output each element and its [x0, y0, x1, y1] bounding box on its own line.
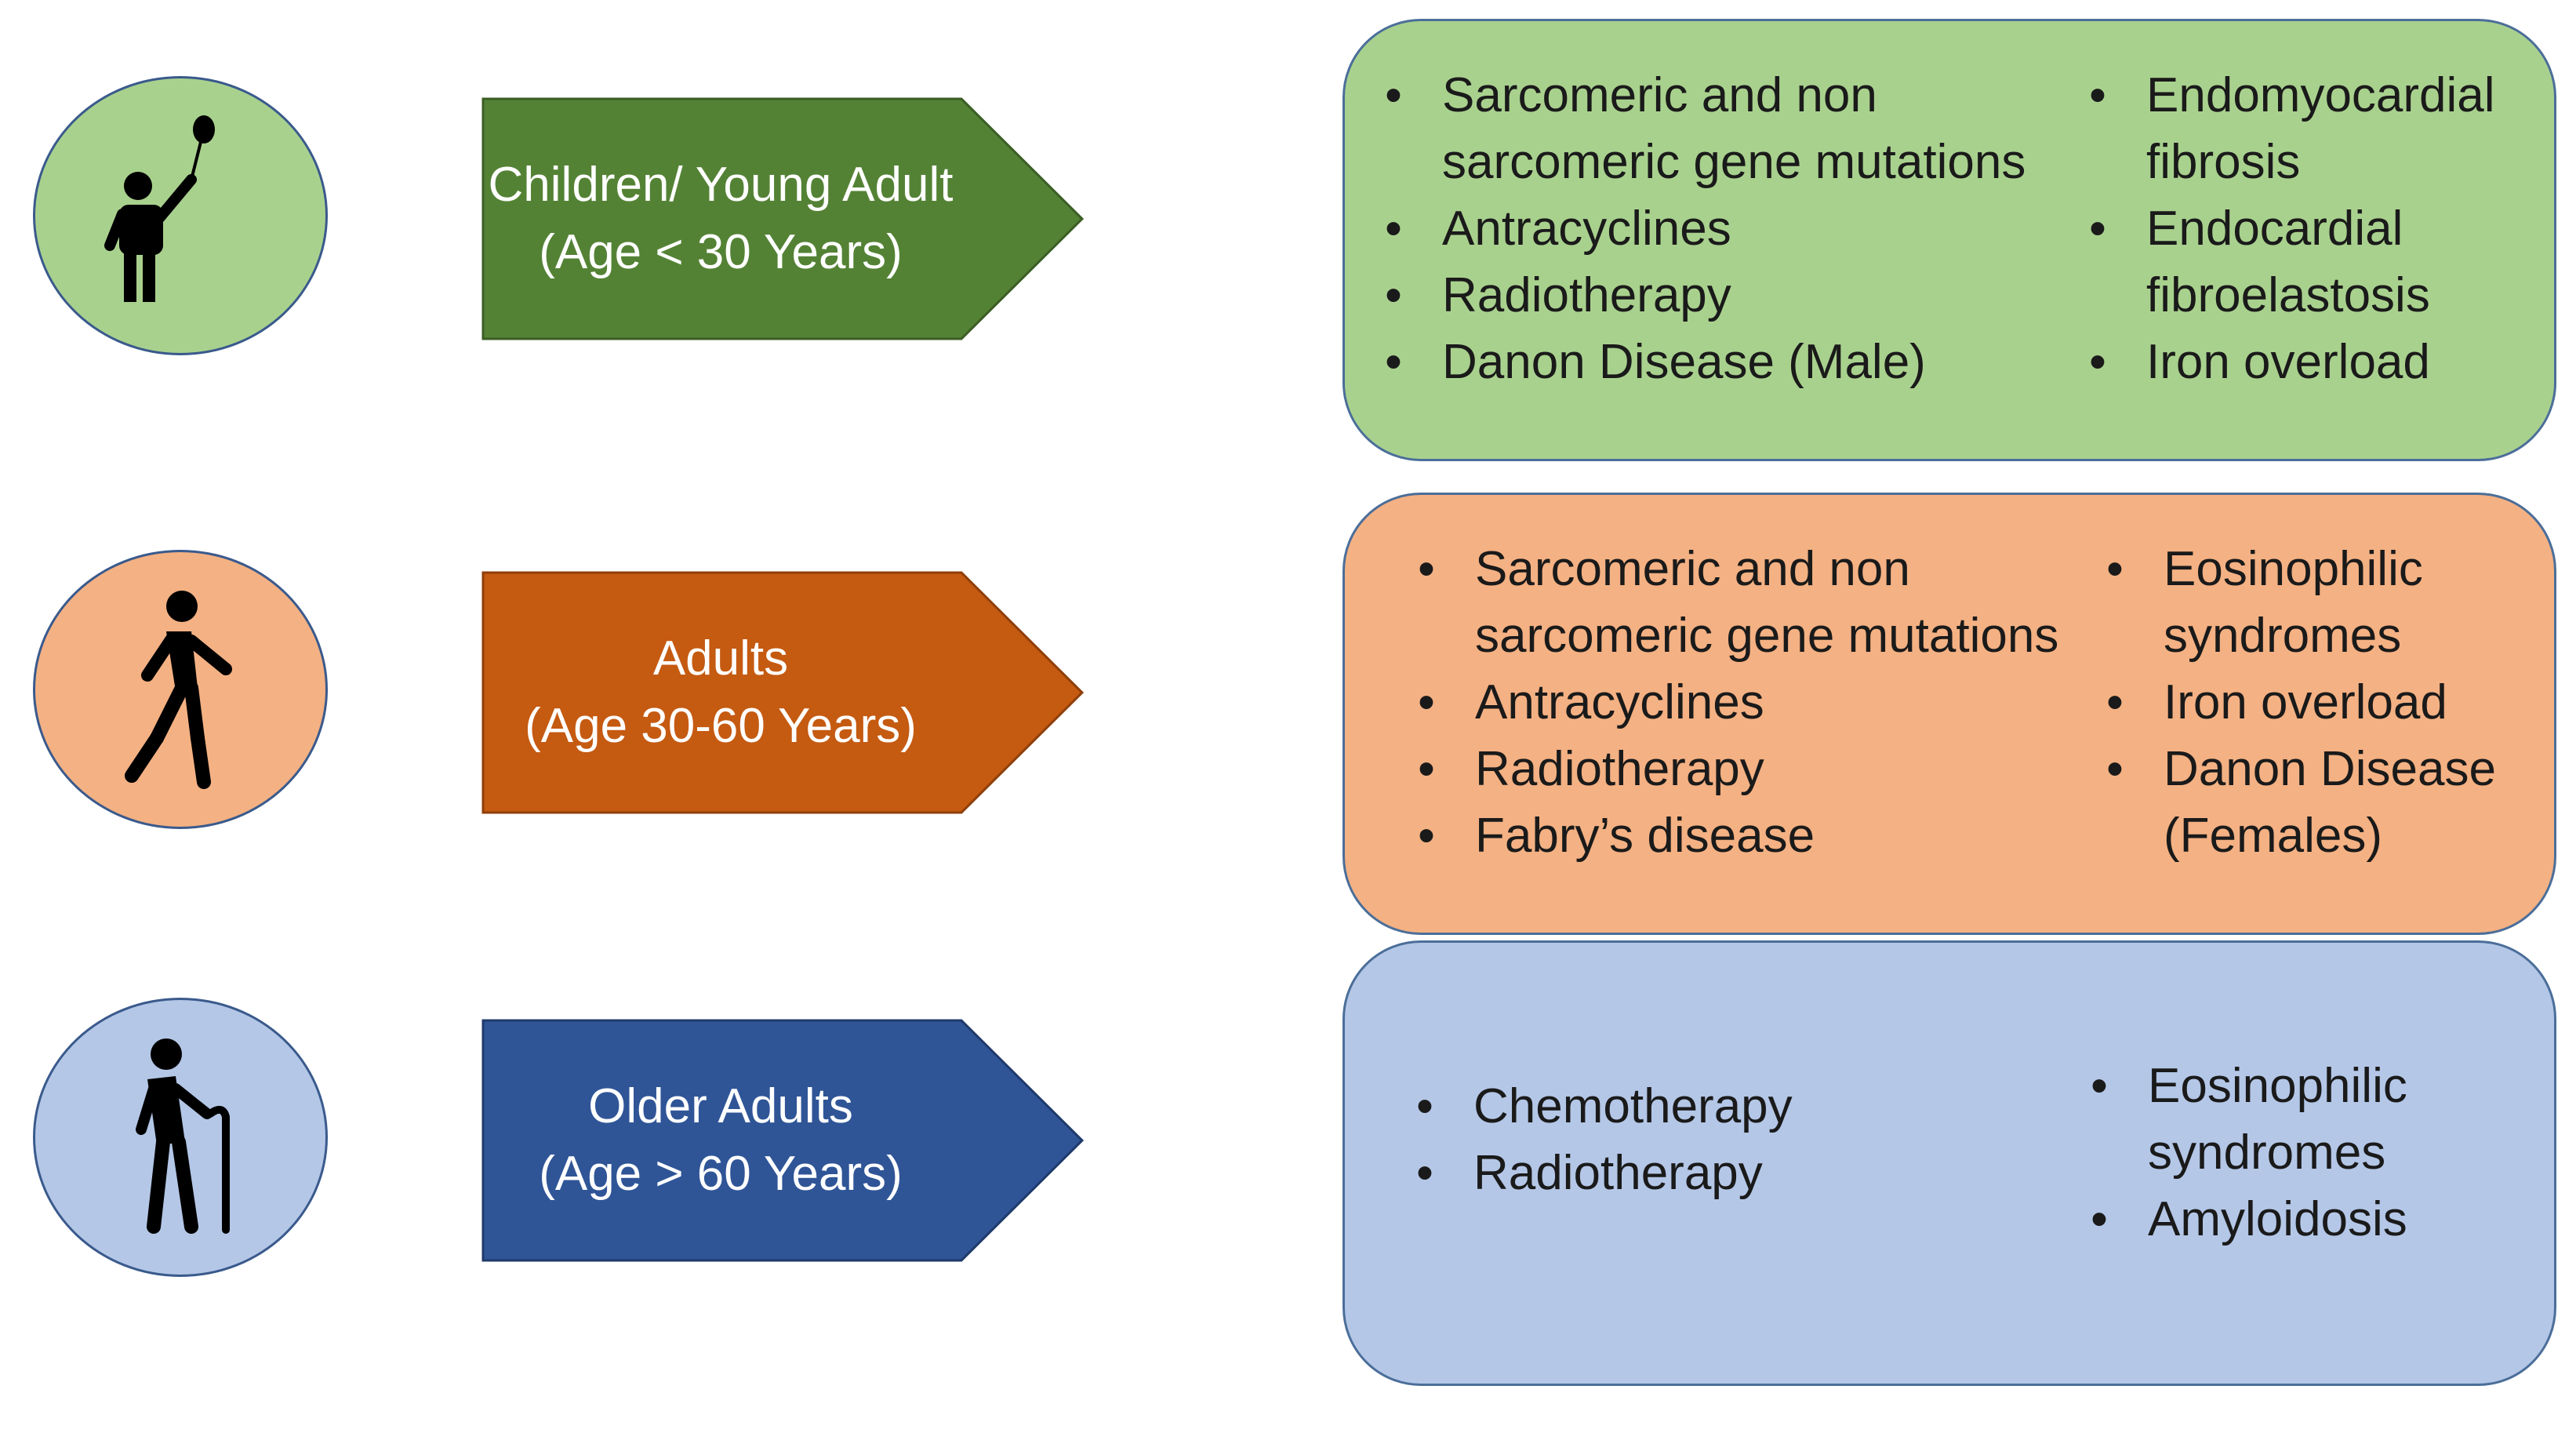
bullet: •	[1418, 675, 1435, 729]
bullet: •	[2106, 675, 2124, 729]
age-icon-circle	[33, 76, 328, 355]
walking-adult-icon	[125, 591, 232, 789]
causes-left-column: •Sarcomeric and non sarcomeric gene muta…	[1385, 62, 2026, 395]
age-group-arrow: Adults (Age 30-60 Years)	[481, 571, 1084, 814]
arrow-label: Children/ Young Adult (Age < 30 Years)	[481, 97, 960, 340]
bullet: •	[2089, 335, 2106, 389]
cause-item: •Endomyocardial	[2089, 62, 2494, 129]
bullet: •	[1385, 268, 1402, 322]
bullet: •	[1385, 68, 1402, 122]
bullet: •	[1416, 1079, 1433, 1133]
cause-item-continued: sarcomeric gene mutations	[1475, 609, 2059, 663]
cause-item-continued: syndromes	[2148, 1126, 2386, 1180]
bullet: •	[1418, 809, 1435, 863]
cause-item: •Eosinophilic	[2106, 536, 2496, 602]
cause-item: •Danon Disease	[2106, 736, 2496, 802]
cause-item: •Amyloidosis	[2091, 1186, 2407, 1253]
cause-item: •Iron overload	[2106, 669, 2496, 736]
arrow-label-line1: Children/ Young Adult	[488, 158, 954, 212]
bullet: •	[2089, 202, 2106, 256]
causes-box: •Sarcomeric and non sarcomeric gene muta…	[1342, 493, 2556, 935]
arrow-label-line2: (Age > 60 Years)	[539, 1147, 903, 1201]
cause-item: •Endocardial	[2089, 195, 2495, 262]
bullet: •	[1418, 742, 1435, 796]
bullet: •	[1416, 1146, 1433, 1200]
causes-right-column: •Eosinophilic syndromes •Iron overload •…	[2106, 536, 2496, 869]
cause-item: •Iron overload	[2089, 329, 2495, 395]
cause-item-continued: syndromes	[2164, 609, 2402, 663]
elderly-with-cane-icon	[136, 1038, 230, 1234]
bullet: •	[1385, 202, 1402, 256]
arrow-label-line1: Older Adults	[588, 1079, 853, 1133]
arrow-shape	[481, 97, 1084, 340]
bullet: •	[1418, 542, 1435, 596]
age-icon-circle	[33, 998, 328, 1277]
causes-right-column: •Endomyocardial fibrosis •Endocardial fi…	[2089, 62, 2495, 395]
causes-left-column: •Chemotherapy •Radiotherapy	[1416, 1073, 1793, 1206]
bullet: •	[2106, 542, 2124, 596]
arrow-label-line2: (Age < 30 Years)	[539, 225, 903, 279]
causes-right-column: •Eosinophilic syndromes •Amyloidosis	[2091, 1053, 2407, 1253]
cause-item: •Radiotherapy	[1416, 1140, 1793, 1206]
cause-item-continued: fibrosis	[2146, 135, 2301, 189]
cause-item: •Fabry’s disease	[1418, 802, 2058, 869]
cause-item: •Danon Disease (Male)	[1385, 329, 2026, 395]
cause-item: •Radiotherapy	[1385, 262, 2026, 329]
cause-item: •Sarcomeric and non	[1418, 536, 2058, 602]
child-with-balloon-icon	[104, 115, 215, 302]
age-group-arrow: Children/ Young Adult (Age < 30 Years)	[481, 97, 1084, 340]
causes-box: •Chemotherapy •Radiotherapy •Eosinophili…	[1342, 940, 2556, 1386]
cause-item: •Radiotherapy	[1418, 736, 2058, 802]
arrow-label-line1: Adults	[652, 631, 789, 686]
arrow-label: Adults (Age 30-60 Years)	[481, 571, 960, 814]
causes-box: •Sarcomeric and non sarcomeric gene muta…	[1342, 19, 2556, 461]
cause-item: •Chemotherapy	[1416, 1073, 1793, 1140]
bullet: •	[2089, 68, 2106, 122]
cause-item: •Antracyclines	[1418, 669, 2058, 736]
bullet: •	[2106, 742, 2124, 796]
causes-left-column: •Sarcomeric and non sarcomeric gene muta…	[1418, 536, 2059, 869]
bullet: •	[1385, 335, 1402, 389]
arrow-label-line2: (Age 30-60 Years)	[525, 699, 917, 753]
cause-item: •Sarcomeric and non	[1385, 62, 2026, 129]
age-group-arrow: Older Adults (Age > 60 Years)	[481, 1019, 1084, 1262]
cause-item: •Eosinophilic	[2091, 1053, 2407, 1119]
arrow-shape	[481, 571, 1084, 814]
arrow-label: Older Adults (Age > 60 Years)	[481, 1019, 960, 1262]
cause-item-continued: fibroelastosis	[2146, 268, 2430, 322]
age-icon-circle	[33, 550, 328, 829]
cause-item-continued: sarcomeric gene mutations	[1442, 135, 2026, 189]
bullet: •	[2091, 1059, 2108, 1113]
cause-item-continued: (Females)	[2164, 809, 2383, 863]
bullet: •	[2091, 1192, 2108, 1246]
arrow-shape	[481, 1019, 1084, 1262]
cause-item: •Antracyclines	[1385, 195, 2026, 262]
